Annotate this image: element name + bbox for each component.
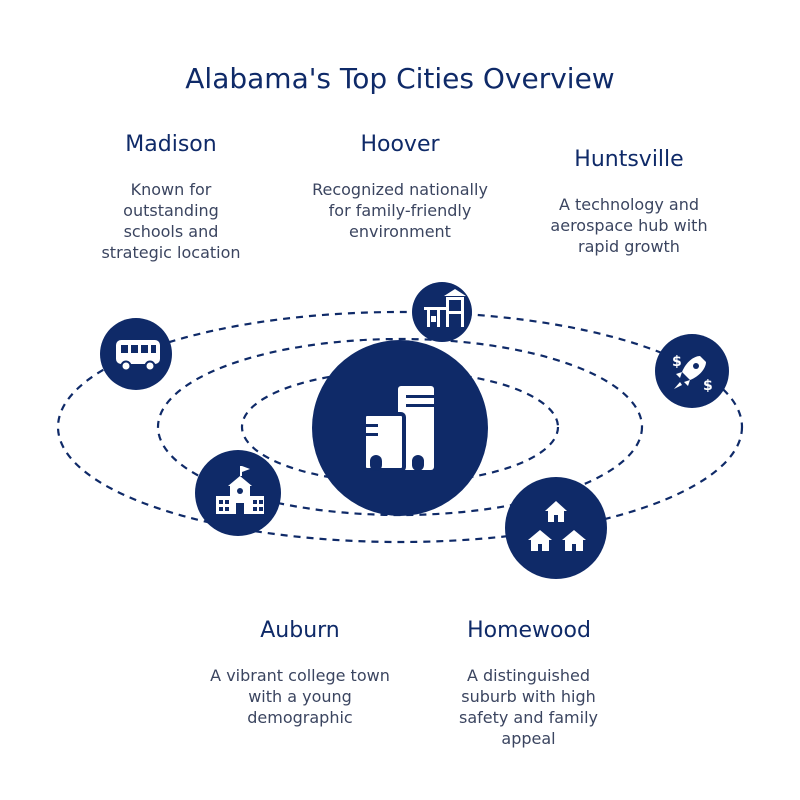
city-description: A vibrant college town with a young demo… (210, 666, 390, 727)
city-name: Huntsville (574, 147, 684, 172)
city-card-hoover: Hoover Recognized nationally for family-… (275, 132, 525, 242)
city-description: A technology and aerospace hub with rapi… (550, 195, 708, 256)
bus-icon (100, 318, 172, 390)
city-name: Homewood (467, 618, 591, 643)
page-title: Alabama's Top Cities Overview (185, 62, 615, 95)
city-description: A distinguished suburb with high safety … (458, 666, 598, 748)
city-card-auburn: Auburn A vibrant college town with a you… (175, 618, 425, 728)
city-description: Recognized nationally for family-friendl… (312, 180, 488, 241)
svg-text:$: $ (672, 354, 682, 370)
city-card-homewood: Homewood A distinguished suburb with hig… (404, 618, 654, 749)
svg-text:$: $ (703, 378, 713, 394)
orbit-outer (56, 310, 744, 544)
city-card-madison: Madison Known for outstanding schools an… (46, 132, 296, 263)
city-card-huntsville: Huntsville A technology and aerospace hu… (504, 147, 754, 257)
city-name: Madison (125, 132, 217, 157)
city-description: Known for outstanding schools and strate… (101, 180, 241, 262)
city-buildings-icon (312, 340, 488, 516)
houses-icon (505, 477, 607, 579)
rocket-money-icon: $ $ (655, 334, 729, 408)
playground-icon (412, 282, 472, 342)
city-name: Hoover (360, 132, 440, 157)
school-building-icon (195, 450, 281, 536)
city-name: Auburn (260, 618, 340, 643)
